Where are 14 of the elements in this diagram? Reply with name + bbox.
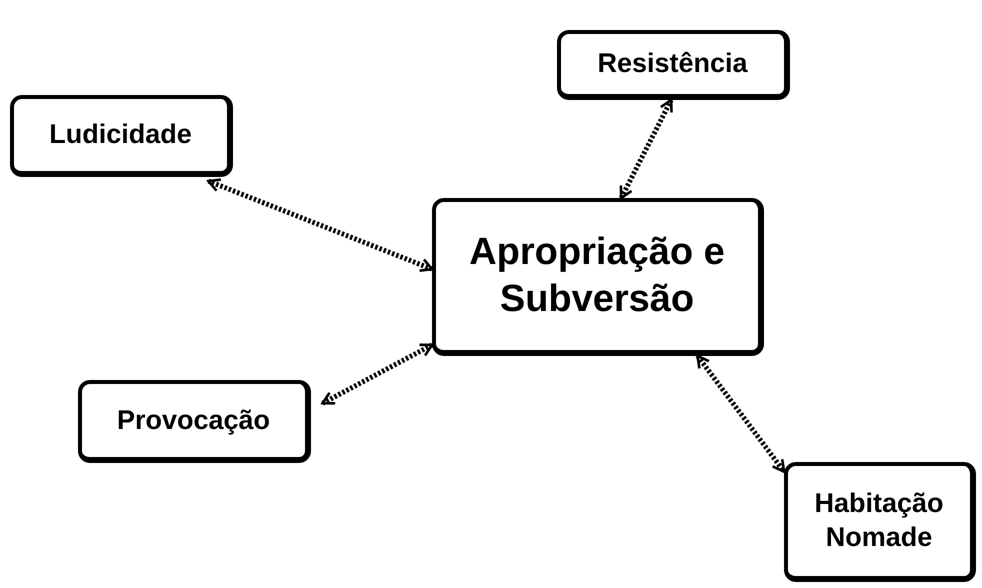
concept-label: Apropriação e Subversão xyxy=(468,230,726,322)
double-arrow xyxy=(619,98,674,200)
concept-label: Ludicidade xyxy=(49,118,192,152)
concept-box xyxy=(78,380,311,463)
double-arrow xyxy=(321,342,434,406)
double-arrow xyxy=(207,178,434,272)
concept-label: Habitação Nomade xyxy=(813,487,945,554)
concept-box xyxy=(10,95,233,177)
double-arrow xyxy=(696,354,786,474)
concept-label: Resistência xyxy=(597,47,748,80)
concept-box xyxy=(557,30,790,100)
concept-box xyxy=(784,462,976,582)
concept-label: Provocação xyxy=(116,404,270,437)
concept-box xyxy=(432,198,764,356)
